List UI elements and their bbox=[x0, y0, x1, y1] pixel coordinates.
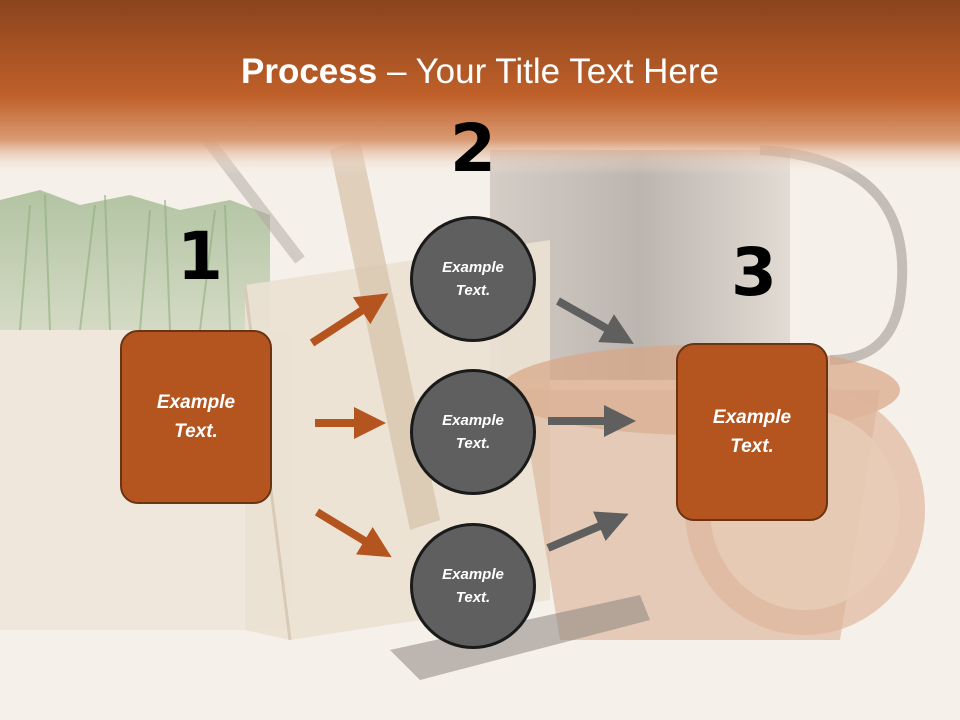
box-step-3-line2: Text. bbox=[730, 436, 774, 457]
arrow-to-circle-3 bbox=[314, 508, 392, 558]
circle-step-2a: Example Text. bbox=[410, 216, 536, 342]
circle-1-line2: Text. bbox=[455, 282, 491, 299]
circle-2-line2: Text. bbox=[455, 435, 491, 452]
title-bold: Process bbox=[241, 52, 378, 91]
arrow-to-circle-1 bbox=[309, 293, 389, 347]
circle-3-line1: Example bbox=[442, 566, 504, 583]
circle-step-2c: Example Text. bbox=[410, 523, 536, 649]
box-step-3: Example Text. bbox=[676, 343, 828, 521]
step-number-1: 1 bbox=[177, 218, 223, 295]
step-number-2: 2 bbox=[450, 110, 496, 187]
circle-1-line1: Example bbox=[442, 259, 504, 276]
title-rest: – Your Title Text Here bbox=[377, 52, 719, 91]
box-step-3-line1: Example bbox=[712, 407, 792, 428]
arrow-from-circle-3 bbox=[546, 511, 629, 552]
circle-step-2b: Example Text. bbox=[410, 369, 536, 495]
box-step-1-line1: Example bbox=[156, 392, 236, 413]
arrow-from-circle-1 bbox=[556, 297, 634, 344]
step-number-3: 3 bbox=[731, 234, 777, 311]
box-step-1: Example Text. bbox=[120, 330, 272, 504]
circle-2-line1: Example bbox=[442, 412, 504, 429]
slide-title: Process – Your Title Text Here bbox=[0, 52, 960, 92]
circle-3-line2: Text. bbox=[455, 589, 491, 606]
box-step-1-line2: Text. bbox=[174, 421, 218, 442]
